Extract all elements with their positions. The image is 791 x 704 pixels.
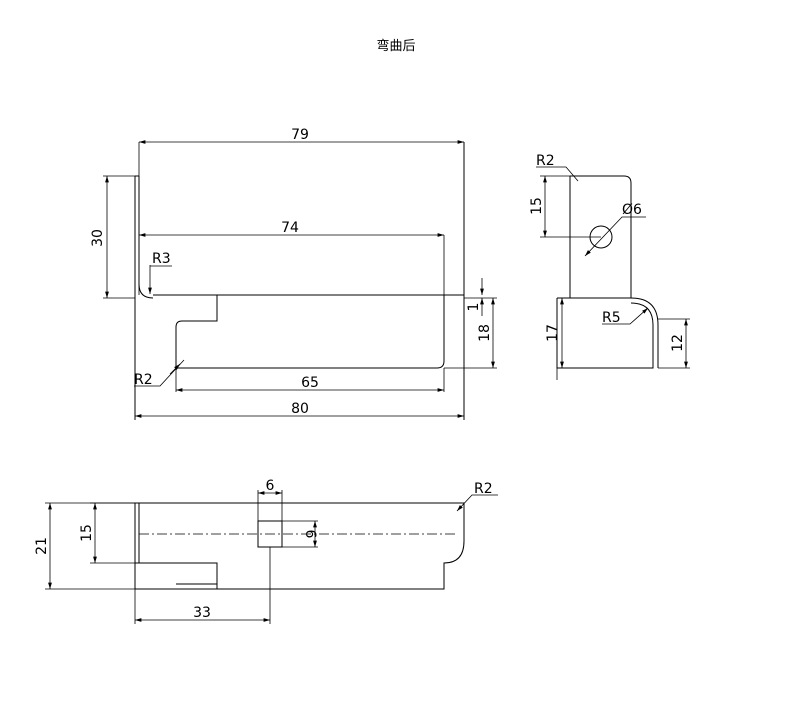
radius-r5-label: R5: [602, 310, 621, 326]
dim-80-label: 80: [291, 401, 309, 417]
dim-33-label: 33: [193, 605, 211, 621]
radius-r3-label: R3: [152, 251, 171, 267]
dim-15-top-label: 15: [79, 524, 95, 542]
dim-6-hole-width-label: 6: [266, 478, 275, 494]
radius-r2-front-label: R2: [134, 372, 153, 388]
dim-21-label: 21: [34, 537, 50, 555]
radius-r2-top-label: R2: [474, 481, 493, 497]
diameter-6-label: Ø6: [622, 202, 642, 218]
dim-15-side-label: 15: [529, 197, 545, 215]
side-view: 15 17 12 R2 Ø6 R5: [529, 153, 690, 380]
front-view: 79 74 30 18 1 65 80 R3 R2: [90, 127, 497, 420]
dim-79-label: 79: [291, 127, 309, 143]
top-view: 6 6 21 15 33 R2: [34, 478, 498, 624]
radius-r2-side-label: R2: [536, 153, 555, 169]
dim-65-label: 65: [301, 375, 319, 391]
dim-12-label: 12: [670, 334, 686, 352]
dim-1-label: 1: [466, 303, 482, 312]
dim-74-label: 74: [281, 220, 299, 236]
dim-30-label: 30: [90, 229, 106, 247]
drawing-title: 弯曲后: [376, 38, 415, 54]
dim-18-label: 18: [477, 324, 493, 342]
dim-17-label: 17: [545, 324, 561, 342]
dim-6-hole-height-label: 6: [302, 530, 318, 539]
